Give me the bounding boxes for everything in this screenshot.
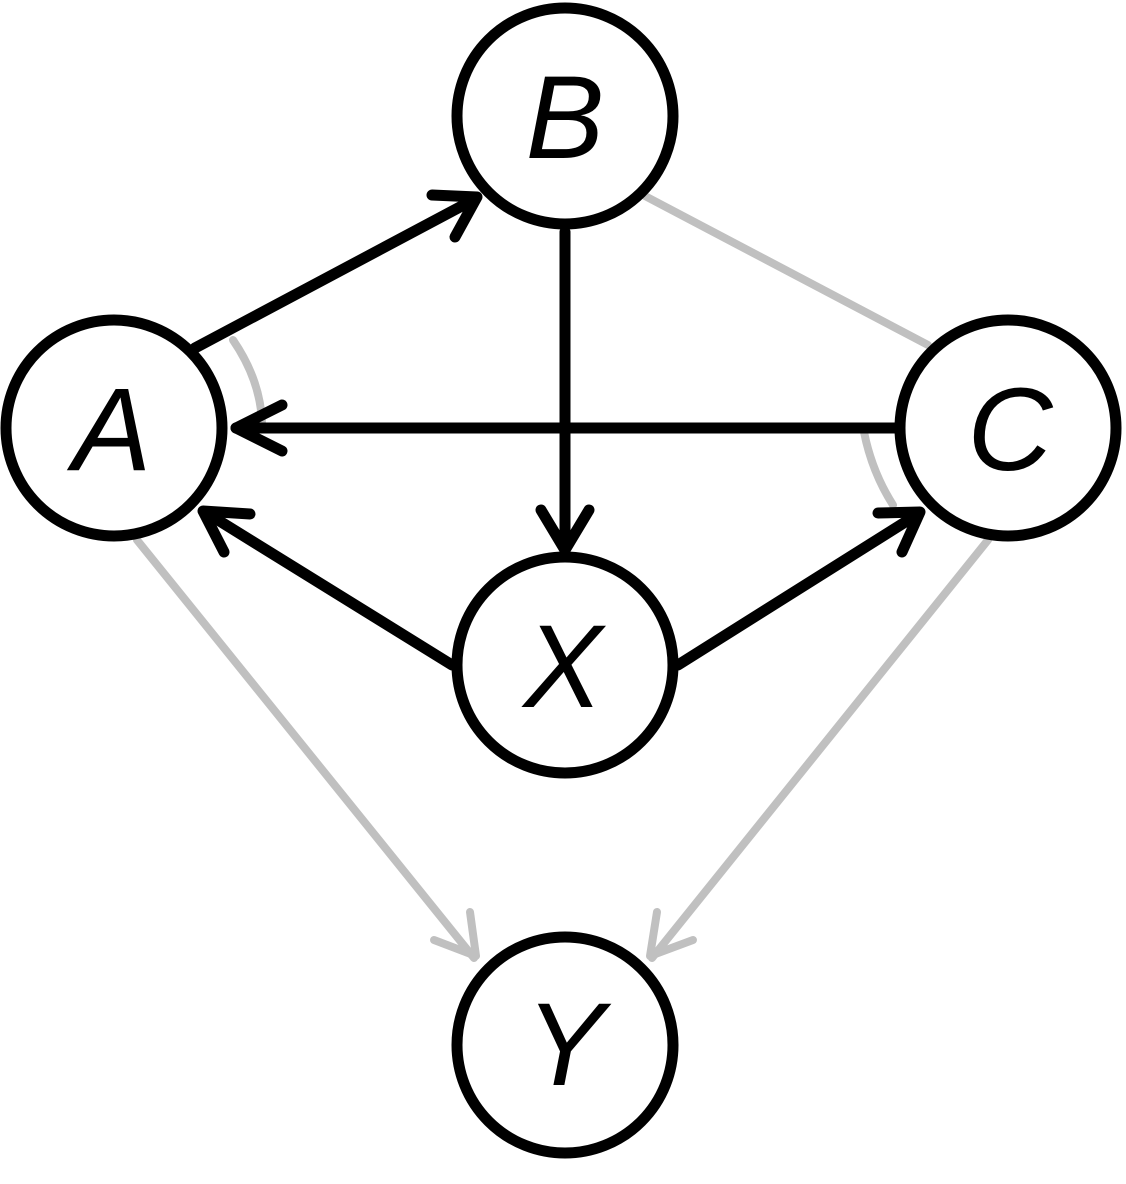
node-a: A [0, 314, 228, 542]
arrowhead-a-b [426, 189, 483, 243]
arrowhead-x-c [872, 506, 926, 558]
arrowhead-a-y [430, 908, 480, 960]
node-a-circle [0, 314, 228, 542]
node-y-circle [451, 931, 679, 1159]
edge-a-b [189, 193, 481, 354]
arrowhead-c-y [646, 908, 697, 960]
edge-c-y [648, 536, 992, 962]
node-a-label: A [67, 364, 152, 496]
node-x-circle [451, 551, 679, 779]
node-b-circle [451, 2, 679, 230]
node-c: C [894, 314, 1122, 542]
node-y: Y [451, 931, 679, 1159]
edge-b-c [641, 192, 932, 349]
arrowhead-c-a [230, 399, 288, 457]
node-b: B [451, 2, 679, 230]
node-y-label: Y [526, 979, 612, 1111]
node-x: X [451, 551, 679, 779]
arrowhead-x-a [197, 505, 256, 558]
edge-x-c [672, 508, 924, 671]
arc-c [860, 428, 897, 509]
gray-edges [133, 192, 992, 962]
node-c-label: C [967, 364, 1053, 496]
black-edges [189, 189, 926, 671]
node-c-circle [894, 314, 1122, 542]
arrowhead-b-x [535, 504, 595, 556]
node-b-label: B [526, 52, 605, 184]
edge-x-a [199, 506, 458, 671]
node-x-label: X [521, 601, 607, 733]
edge-a-y [133, 536, 478, 962]
